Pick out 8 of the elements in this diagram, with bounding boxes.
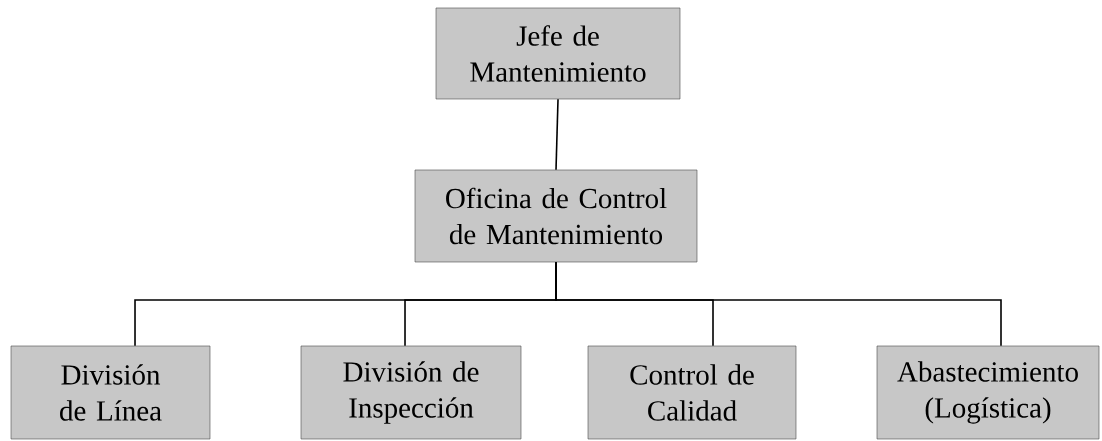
org-box: Oficina de Control de Mantenimiento: [414, 169, 698, 263]
connector-line: [555, 261, 1002, 347]
org-box: Control de Calidad: [587, 345, 797, 440]
org-box: Jefe de Mantenimiento: [435, 7, 681, 100]
connector-line: [555, 98, 559, 171]
org-box: Abastecimiento (Logística): [876, 345, 1100, 440]
org-box: División de Línea: [10, 345, 211, 440]
org-box: División de Inspección: [300, 345, 522, 440]
